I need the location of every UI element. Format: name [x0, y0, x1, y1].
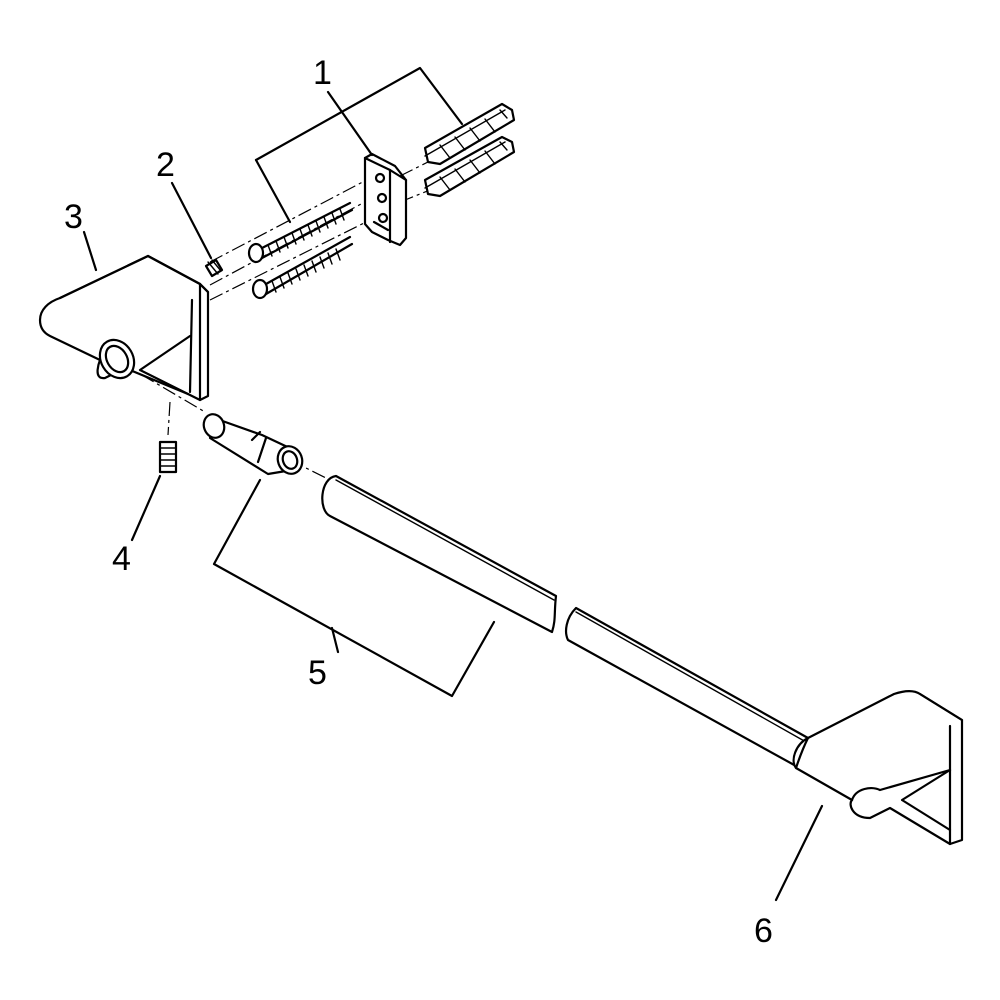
wall-anchor	[423, 102, 516, 166]
towel-bar	[321, 474, 810, 768]
callout-4-leader	[130, 474, 162, 542]
callout-2-leader	[170, 181, 213, 260]
wall-plate	[363, 152, 408, 247]
callout-5-leader	[330, 626, 340, 654]
set-screw	[158, 440, 178, 474]
grub-screw	[204, 258, 224, 278]
callout-2: 2	[156, 146, 175, 184]
callout-3-leader	[82, 230, 98, 272]
wood-screw	[247, 201, 354, 264]
callout-3: 3	[64, 198, 83, 236]
wood-screw	[251, 235, 354, 300]
left-bracket	[38, 254, 210, 402]
callout-4: 4	[112, 540, 131, 578]
right-bracket	[792, 689, 964, 846]
callout-1-leader	[326, 90, 374, 157]
callout-1: 1	[313, 54, 332, 92]
wall-anchor	[423, 135, 516, 198]
callout-1-bracket	[254, 66, 464, 162]
callout-6-leader	[774, 804, 824, 902]
callout-6: 6	[754, 912, 773, 950]
callout-5: 5	[308, 654, 327, 692]
callout-1-bracket-arm	[254, 158, 292, 224]
connector-sleeve	[202, 413, 304, 476]
